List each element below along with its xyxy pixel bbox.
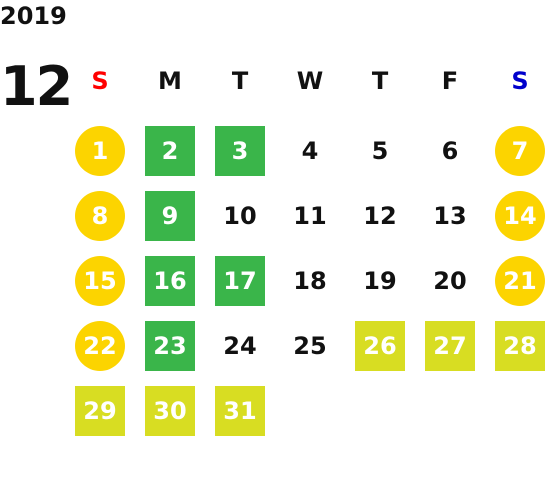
day-number: 27	[425, 320, 475, 371]
day-number: 11	[293, 201, 327, 230]
day-cell[interactable]: 20	[415, 248, 485, 313]
day-number: 30	[145, 385, 195, 436]
calendar-year: 2019	[0, 2, 67, 30]
day-cell[interactable]: 27	[415, 313, 485, 378]
day-number: 4	[301, 136, 319, 165]
day-number: 16	[145, 255, 195, 306]
day-cell[interactable]: 28	[485, 313, 548, 378]
day-cell[interactable]: 4	[275, 118, 345, 183]
day-cell[interactable]: 10	[205, 183, 275, 248]
calendar-month: 12	[0, 55, 73, 118]
day-number: 1	[75, 125, 125, 176]
day-number: 8	[75, 190, 125, 241]
day-cell[interactable]: 15	[65, 248, 135, 313]
day-cell[interactable]: 16	[135, 248, 205, 313]
day-number: 10	[223, 201, 257, 230]
day-cell[interactable]: 12	[345, 183, 415, 248]
day-number: 31	[215, 385, 265, 436]
day-number: 17	[215, 255, 265, 306]
day-number: 2	[145, 125, 195, 176]
day-cell[interactable]: 18	[275, 248, 345, 313]
day-number: 13	[433, 201, 467, 230]
day-number: 29	[75, 385, 125, 436]
weekday-monday: M	[158, 67, 182, 95]
day-cell[interactable]: 9	[135, 183, 205, 248]
day-number: 6	[441, 136, 459, 165]
day-cell[interactable]: 3	[205, 118, 275, 183]
day-number: 22	[75, 320, 125, 371]
day-cell[interactable]: 2	[135, 118, 205, 183]
day-number: 15	[75, 255, 125, 306]
day-number: 7	[495, 125, 545, 176]
weekday-thursday: T	[371, 67, 389, 95]
day-cell[interactable]: 14	[485, 183, 548, 248]
day-number: 26	[355, 320, 405, 371]
day-number: 21	[495, 255, 545, 306]
day-number: 3	[215, 125, 265, 176]
day-cell[interactable]: 8	[65, 183, 135, 248]
day-cell[interactable]: 30	[135, 378, 205, 443]
weekday-sunday: S	[91, 67, 109, 95]
day-number: 9	[145, 190, 195, 241]
weekday-tuesday: T	[231, 67, 249, 95]
day-cell[interactable]: 11	[275, 183, 345, 248]
day-cell[interactable]: 7	[485, 118, 548, 183]
day-number: 28	[495, 320, 545, 371]
day-cell[interactable]: 21	[485, 248, 548, 313]
day-number: 24	[223, 331, 257, 360]
day-number: 5	[371, 136, 389, 165]
day-number: 18	[293, 266, 327, 295]
day-cell[interactable]: 29	[65, 378, 135, 443]
weekday-header: S M T W T F S	[65, 64, 548, 98]
day-cell[interactable]: 6	[415, 118, 485, 183]
day-cell[interactable]: 24	[205, 313, 275, 378]
day-cell[interactable]: 22	[65, 313, 135, 378]
day-number: 19	[363, 266, 397, 295]
day-cell[interactable]: 17	[205, 248, 275, 313]
day-cell[interactable]: 1	[65, 118, 135, 183]
day-cell[interactable]: 23	[135, 313, 205, 378]
day-cell[interactable]: 13	[415, 183, 485, 248]
day-number: 23	[145, 320, 195, 371]
day-number: 20	[433, 266, 467, 295]
weekday-wednesday: W	[296, 67, 324, 95]
day-cell[interactable]: 5	[345, 118, 415, 183]
day-cell[interactable]: 26	[345, 313, 415, 378]
day-cell[interactable]: 31	[205, 378, 275, 443]
day-number: 14	[495, 190, 545, 241]
weekday-saturday: S	[511, 67, 529, 95]
day-number: 25	[293, 331, 327, 360]
day-cell[interactable]: 19	[345, 248, 415, 313]
day-number: 12	[363, 201, 397, 230]
weekday-friday: F	[441, 67, 459, 95]
day-cell[interactable]: 25	[275, 313, 345, 378]
